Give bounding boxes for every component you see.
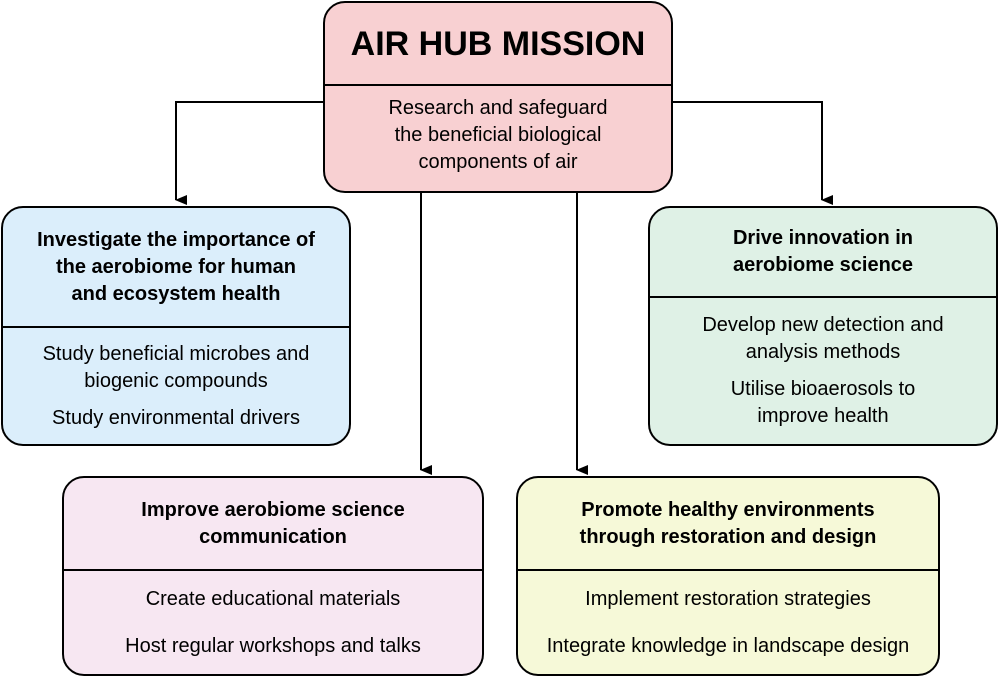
item-line: Host regular workshops and talks: [125, 634, 421, 657]
item-line: Implement restoration strategies: [585, 587, 871, 610]
item-line: Study beneficial microbes and: [42, 342, 310, 365]
investigate-box: Investigate the importance of the aerobi…: [1, 206, 351, 446]
item-line: analysis methods: [745, 341, 901, 363]
title-line: aerobiome science: [732, 254, 914, 276]
item-line: Integrate knowledge in landscape design: [546, 634, 910, 657]
communicate-title: Improve aerobiome science communication: [64, 478, 482, 571]
list-item: Create educational materials: [146, 586, 401, 613]
list-item: Develop new detection and analysis metho…: [702, 312, 943, 366]
item-line: Create educational materials: [145, 587, 401, 610]
mission-line: components of air: [418, 151, 578, 173]
arrow-to-drive: [673, 101, 833, 205]
list-item: Integrate knowledge in landscape design: [547, 633, 909, 660]
item-line: improve health: [757, 405, 889, 427]
title-line: Promote healthy environments: [581, 498, 875, 521]
list-item: Implement restoration strategies: [585, 586, 871, 613]
communicate-items: Create educational materials Host regula…: [64, 571, 482, 674]
title-line: Drive innovation in: [732, 227, 914, 249]
drive-items: Develop new detection and analysis metho…: [650, 298, 996, 444]
promote-title: Promote healthy environments through res…: [518, 478, 938, 571]
list-item: Utilise bioaerosols to improve health: [731, 376, 916, 430]
item-line: Utilise bioaerosols to: [730, 378, 916, 400]
title-line: Investigate the importance of: [37, 228, 315, 251]
title-line: the aerobiome for human: [55, 255, 297, 278]
mission-box: AIR HUB MISSION Research and safeguard t…: [323, 1, 673, 193]
mission-description: Research and safeguard the beneficial bi…: [325, 86, 671, 191]
list-item: Study environmental drivers: [52, 405, 300, 432]
item-line: Study environmental drivers: [52, 406, 300, 429]
item-line: Develop new detection and: [702, 314, 944, 336]
drive-title: Drive innovation in aerobiome science: [650, 208, 996, 298]
mission-line: Research and safeguard: [388, 97, 608, 119]
title-line: Improve aerobiome science: [141, 498, 405, 521]
title-line: through restoration and design: [579, 525, 877, 548]
promote-box: Promote healthy environments through res…: [516, 476, 940, 676]
mission-line: the beneficial biological: [394, 124, 602, 146]
title-line: communication: [199, 525, 347, 548]
title-line: and ecosystem health: [71, 282, 281, 305]
communicate-box: Improve aerobiome science communication …: [62, 476, 484, 676]
investigate-items: Study beneficial microbes and biogenic c…: [3, 328, 349, 444]
drive-box: Drive innovation in aerobiome science De…: [648, 206, 998, 446]
list-item: Study beneficial microbes and biogenic c…: [43, 341, 310, 395]
item-line: biogenic compounds: [84, 369, 268, 392]
investigate-title: Investigate the importance of the aerobi…: [3, 208, 349, 328]
arrow-to-investigate: [175, 101, 323, 205]
promote-items: Implement restoration strategies Integra…: [518, 571, 938, 674]
mission-title: AIR HUB MISSION: [325, 3, 671, 86]
list-item: Host regular workshops and talks: [125, 633, 421, 660]
